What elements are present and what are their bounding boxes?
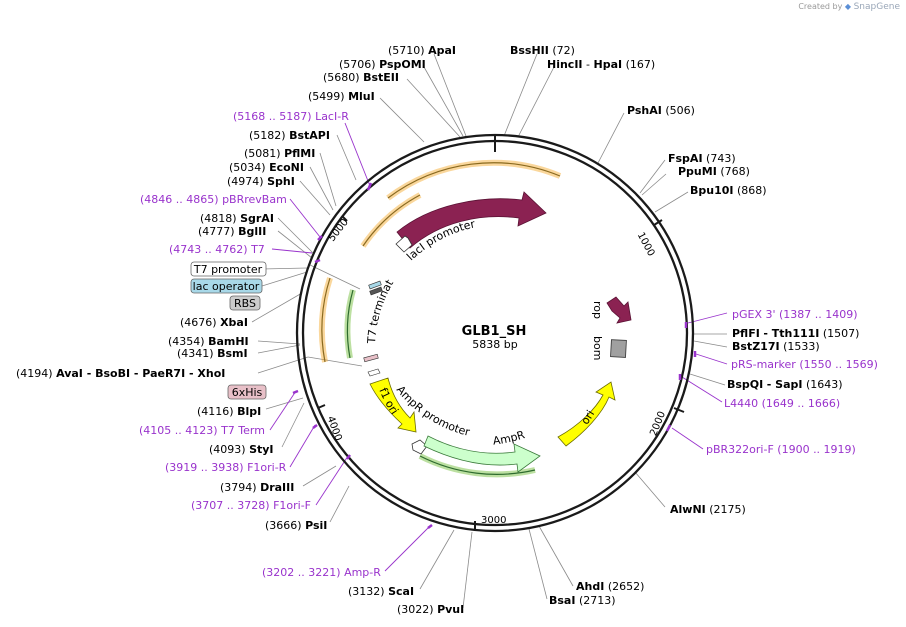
site-label: (4093) StyI	[209, 443, 274, 456]
primer-label: pGEX 3' (1387 .. 1409)	[732, 308, 858, 321]
site-label: HincII - HpaI (167)	[547, 58, 655, 71]
backbone-ticks	[317, 136, 685, 531]
primer-label: (4105 .. 4123) T7 Term	[139, 424, 265, 437]
site-label: (4974) SphI	[227, 175, 295, 188]
bom-feature: bom	[591, 336, 627, 360]
rop-label: rop	[591, 301, 604, 319]
leader-lines	[251, 53, 728, 609]
orange-tracks	[318, 159, 562, 363]
6xhis-label: 6xHis	[232, 386, 263, 399]
snapgene-logo-icon: ◆	[844, 2, 852, 11]
primer-label: pBR322ori-F (1900 .. 1919)	[706, 443, 856, 456]
site-label: (4676) XbaI	[180, 316, 248, 329]
site-label: (5182) BstAPI	[249, 129, 330, 142]
rbs-label: RBS	[234, 297, 256, 310]
restriction-sites: (5710) ApaI (5706) PspOMI (5680) BstEII …	[16, 44, 859, 616]
site-label: PpuMI (768)	[678, 165, 750, 178]
t7-promoter-label: T7 promoter	[193, 263, 263, 276]
site-label: (3666) PsiI	[265, 519, 327, 532]
site-label: (4194) AvaI - BsoBI - PaeR7I - XhoI	[16, 367, 225, 380]
site-label: (4341) BsmI	[177, 347, 248, 360]
site-label: (5706) PspOMI	[339, 58, 426, 71]
site-label: (3794) DraIII	[220, 481, 294, 494]
ampr-promoter-arrow	[411, 439, 428, 455]
bom-label: bom	[591, 336, 604, 360]
primer-leader-lines	[269, 122, 728, 572]
primer-labels: (5168 .. 5187) LacI-R (4846 .. 4865) pBR…	[139, 110, 878, 579]
primer-label: (4846 .. 4865) pBRrevBam	[140, 193, 287, 206]
primer-label: (5168 .. 5187) LacI-R	[233, 110, 349, 123]
site-label: (5081) PflMI	[244, 147, 315, 160]
primer-label: (3707 .. 3728) F1ori-F	[191, 499, 311, 512]
site-label: FspAI (743)	[668, 152, 736, 165]
primer-label: (4743 .. 4762) T7	[169, 243, 265, 256]
site-label: (4818) SgrAI	[200, 212, 274, 225]
ampr-label: AmpR	[492, 428, 527, 448]
primer-markers	[292, 182, 697, 529]
site-label: AhdI (2652)	[576, 580, 644, 593]
boxed-feature-labels: T7 promoter lac operator RBS 6xHis	[190, 261, 267, 400]
site-label: (3022) PvuI	[397, 603, 464, 616]
laci-label: lacI	[454, 189, 475, 205]
green-tracks	[344, 289, 536, 478]
plasmid-length: 5838 bp	[472, 338, 517, 351]
tick-label: 1000	[635, 231, 657, 259]
tick-label: 5000	[327, 217, 351, 244]
site-label: BsaI (2713)	[549, 594, 616, 607]
ori-label: ori	[579, 408, 598, 427]
site-label: (4354) BamHI	[168, 335, 249, 348]
site-label: (5499) MluI	[308, 90, 375, 103]
site-label: BspQI - SapI (1643)	[727, 378, 843, 391]
site-label: BssHII (72)	[510, 44, 575, 57]
plasmid-name: GLB1_SH	[462, 324, 527, 339]
primer-label: L4440 (1649 .. 1666)	[724, 397, 840, 410]
primer-label: pRS-marker (1550 .. 1569)	[731, 358, 878, 371]
site-label: (5710) ApaI	[388, 44, 456, 57]
rop-feature: rop	[591, 296, 632, 324]
site-label: PflFI - Tth111I (1507)	[732, 327, 859, 340]
site-label: BstZ17I (1533)	[732, 340, 820, 353]
site-label: (5680) BstEII	[323, 71, 399, 84]
site-label: PshAI (506)	[627, 104, 695, 117]
brand-name: SnapGene	[853, 2, 900, 12]
snapgene-branding: Created by ◆ SnapGene	[798, 2, 900, 12]
site-label: (4116) BlpI	[197, 405, 261, 418]
lac-operator-label: lac operator	[193, 280, 260, 293]
primer-label: (3919 .. 3938) F1ori-R	[165, 461, 287, 474]
primer-label: (3202 .. 3221) Amp-R	[262, 566, 381, 579]
ampr-promoter-label: AmpR promoter	[394, 383, 472, 439]
site-label: AlwNI (2175)	[670, 503, 746, 516]
created-by-text: Created by	[798, 2, 843, 11]
site-label: (5034) EcoNI	[229, 161, 304, 174]
svg-text:lacI: lacI	[454, 189, 475, 205]
operator-region-boxes	[363, 280, 383, 377]
site-label: (3132) ScaI	[348, 585, 414, 598]
tick-label: 3000	[481, 515, 506, 526]
laci-feature: lacI	[396, 189, 547, 249]
ori-feature: ori	[557, 381, 616, 447]
svg-text:AmpR: AmpR	[492, 428, 527, 448]
site-label: (4777) BglII	[198, 225, 266, 238]
site-label: Bpu10I (868)	[690, 184, 767, 197]
ampr-promoter-label-wrap: AmpR promoter	[394, 383, 472, 439]
